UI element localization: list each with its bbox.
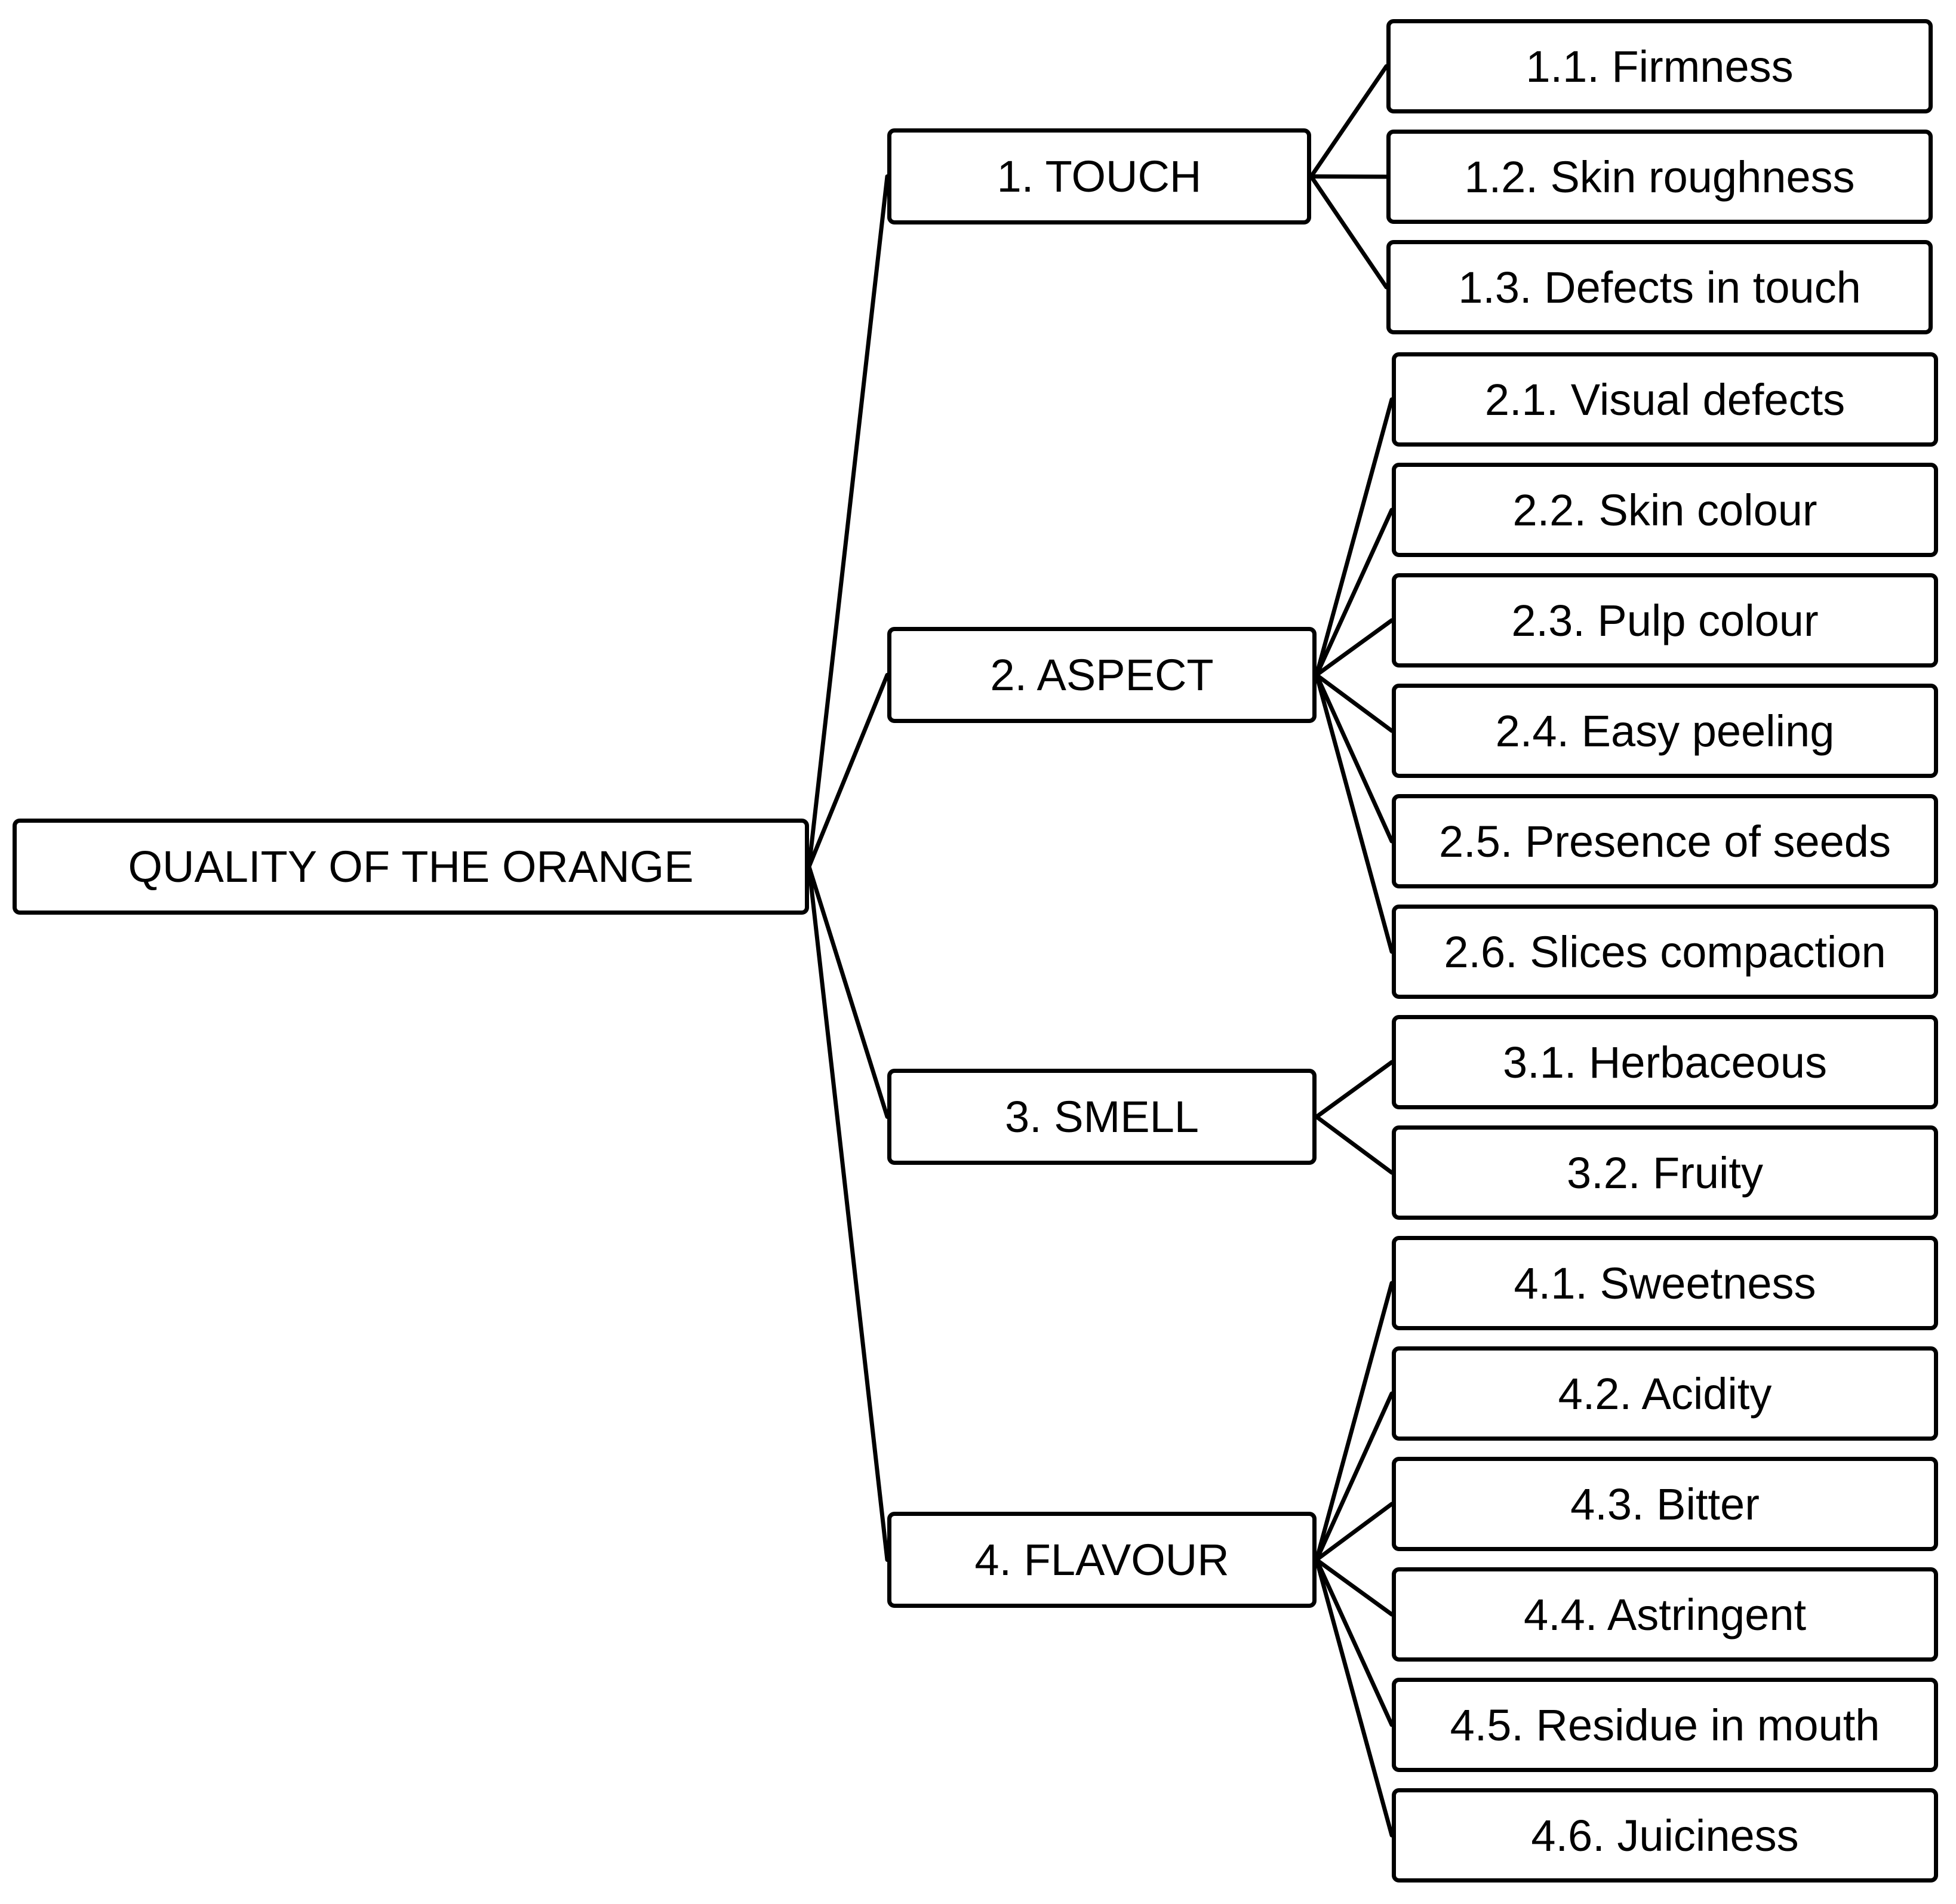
connector-category-to-leaf [1314, 1115, 1394, 1175]
category-node-aspect: 2. ASPECT [887, 627, 1317, 723]
connector-category-to-leaf [1314, 1558, 1394, 1838]
connector-category-to-leaf [1314, 673, 1394, 844]
leaf-node-astringent: 4.4. Astringent [1392, 1567, 1938, 1662]
leaf-node-easy-peeling: 2.4. Easy peeling [1392, 684, 1938, 778]
leaf-node-juiciness: 4.6. Juiciness [1392, 1788, 1938, 1883]
connector-category-to-leaf [1314, 507, 1394, 677]
connector-category-to-leaf [1314, 673, 1394, 733]
connector-category-to-leaf [1314, 1558, 1394, 1727]
connector-category-to-leaf [1314, 1558, 1394, 1617]
category-node-touch: 1. TOUCH [887, 128, 1311, 224]
leaf-node-bitter: 4.3. Bitter [1392, 1457, 1938, 1551]
leaf-node-visual-defects: 2.1. Visual defects [1392, 352, 1938, 447]
connector-root-to-category [807, 865, 890, 1119]
leaf-node-pulp-colour: 2.3. Pulp colour [1392, 573, 1938, 668]
leaf-node-firmness: 1.1. Firmness [1386, 19, 1933, 113]
connector-category-to-leaf [1314, 1281, 1394, 1562]
leaf-node-defects-in-touch: 1.3. Defects in touch [1386, 240, 1933, 334]
leaf-node-fruity: 3.2. Fruity [1392, 1125, 1938, 1220]
connector-category-to-leaf [1314, 673, 1394, 954]
leaf-node-skin-roughness: 1.2. Skin roughness [1386, 130, 1933, 224]
leaf-node-acidity: 4.2. Acidity [1392, 1346, 1938, 1441]
connector-root-to-category [807, 673, 890, 869]
connector-category-to-leaf [1314, 397, 1394, 677]
connector-category-to-leaf [1314, 618, 1394, 677]
connector-root-to-category [807, 174, 890, 869]
connector-category-to-leaf [1309, 174, 1389, 290]
connector-category-to-leaf [1309, 64, 1389, 179]
category-node-flavour: 4. FLAVOUR [887, 1512, 1317, 1608]
leaf-node-herbaceous: 3.1. Herbaceous [1392, 1015, 1938, 1109]
leaf-node-skin-colour: 2.2. Skin colour [1392, 463, 1938, 557]
leaf-node-sweetness: 4.1. Sweetness [1392, 1236, 1938, 1330]
connector-root-to-category [807, 865, 890, 1562]
leaf-node-residue-in-mouth: 4.5. Residue in mouth [1392, 1678, 1938, 1772]
leaf-node-slices-compaction: 2.6. Slices compaction [1392, 905, 1938, 999]
root-node: QUALITY OF THE ORANGE [13, 819, 809, 915]
connector-category-to-leaf [1314, 1060, 1394, 1119]
leaf-node-presence-of-seeds: 2.5. Presence of seeds [1392, 794, 1938, 888]
connector-category-to-leaf [1314, 1502, 1394, 1562]
category-node-smell: 3. SMELL [887, 1069, 1317, 1165]
connector-category-to-leaf [1314, 1391, 1394, 1562]
